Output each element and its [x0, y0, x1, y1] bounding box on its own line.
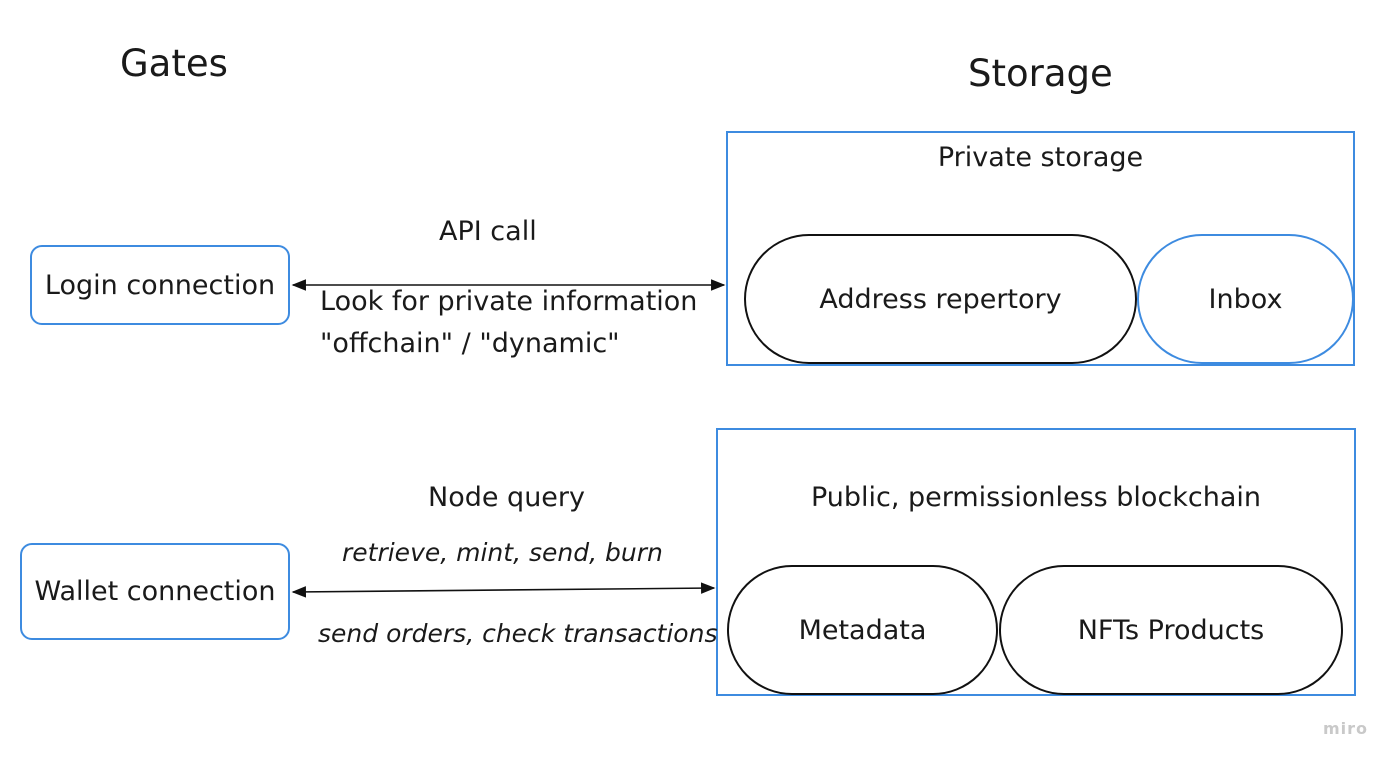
public-blockchain-frame — [716, 428, 1356, 696]
private-storage-title: Private storage — [937, 142, 1144, 173]
node-query-label: Node query — [428, 482, 585, 513]
inbox-node: Inbox — [1137, 234, 1354, 364]
address-repertory-node: Address repertory — [744, 234, 1137, 364]
login-connection-box: Login connection — [30, 245, 290, 325]
api-call-desc-line1: Look for private information — [320, 286, 698, 317]
node-query-desc-line1: retrieve, mint, send, burn — [342, 538, 663, 567]
node-query-desc-line2: send orders, check transactions — [318, 619, 718, 648]
public-blockchain-title: Public, permissionless blockchain — [810, 482, 1262, 513]
wallet-connection-box: Wallet connection — [20, 543, 290, 640]
api-call-label: API call — [439, 216, 537, 247]
gates-heading: Gates — [120, 42, 228, 85]
metadata-node: Metadata — [727, 565, 998, 695]
private-storage-frame — [726, 131, 1355, 366]
node-query-arrow — [291, 582, 716, 598]
storage-heading: Storage — [968, 52, 1113, 95]
api-call-desc-line2: "offchain" / "dynamic" — [320, 328, 620, 359]
miro-watermark: miro — [1323, 719, 1369, 738]
nfts-products-node: NFTs Products — [999, 565, 1343, 695]
